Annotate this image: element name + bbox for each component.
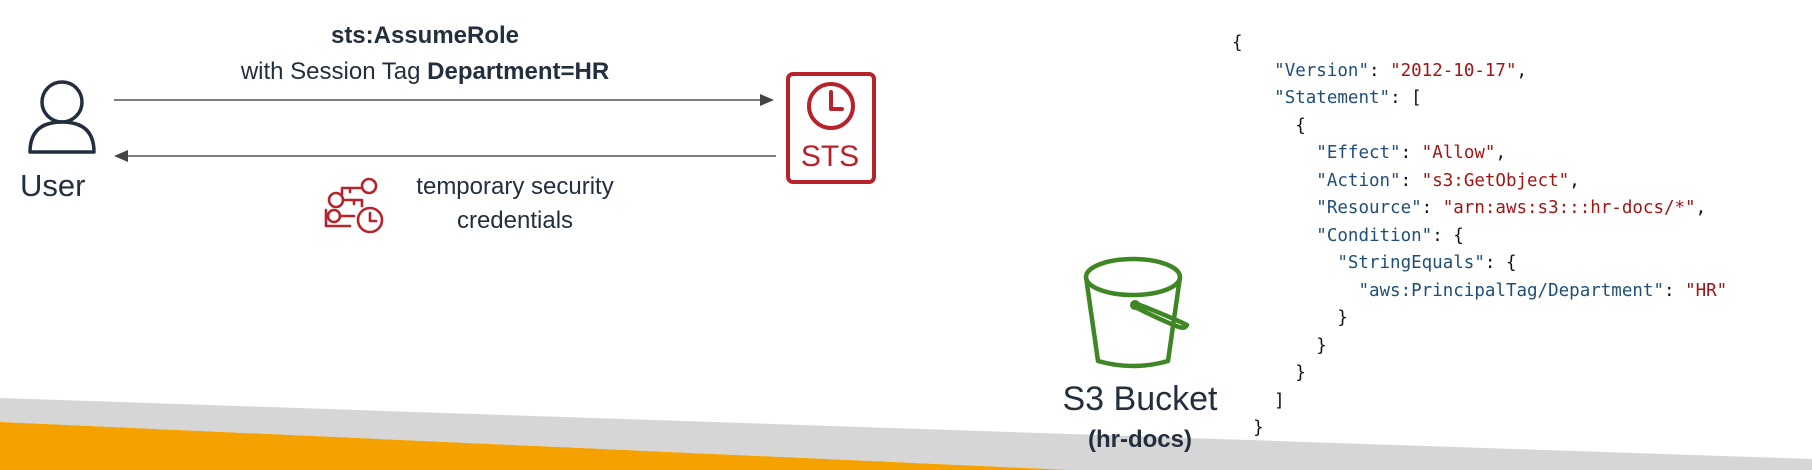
policy-document: { "Version": "2012-10-17", "Statement": …: [1232, 30, 1727, 443]
policy-line: "Statement": [: [1274, 88, 1422, 108]
statement-key: "Statement": [1274, 88, 1391, 108]
effect-value: "Allow": [1421, 143, 1496, 163]
policy-line: "Effect": "Allow",: [1316, 143, 1506, 163]
policy-line: ]: [1232, 388, 1727, 416]
arrows: [114, 94, 776, 162]
policy-line: "Resource": "arn:aws:s3:::hr-docs/*",: [1316, 198, 1707, 218]
effect-key: "Effect": [1316, 143, 1401, 163]
condition-key: "Condition": [1316, 225, 1433, 246]
policy-line: }: [1232, 305, 1727, 333]
brace: }: [1253, 418, 1264, 438]
request-tag: Department=HR: [427, 58, 610, 85]
policy-line: "Version": "2012-10-17",: [1274, 60, 1528, 81]
clock-icon: [807, 82, 855, 130]
policy-line: }: [1232, 333, 1727, 361]
action-key: "Action": [1316, 170, 1401, 191]
principal-tag-key: "aws:PrincipalTag/Department": [1358, 280, 1664, 301]
version-value: "2012-10-17": [1390, 60, 1517, 81]
version-key: "Version": [1274, 60, 1369, 81]
brace: {: [1505, 253, 1517, 273]
policy-line: "StringEquals": {: [1337, 253, 1517, 273]
user-icon: [28, 80, 96, 154]
stringequals-key: "StringEquals": [1337, 253, 1485, 273]
bracket: [: [1411, 88, 1422, 108]
bucket-name: S3 Bucket: [1062, 380, 1218, 418]
policy-line: "Action": "s3:GetObject",: [1316, 170, 1580, 191]
response-line-1: temporary security: [416, 173, 614, 200]
brace: }: [1337, 308, 1348, 328]
brace: }: [1316, 335, 1327, 356]
resource-value: "arn:aws:s3:::hr-docs/*": [1442, 198, 1696, 218]
sts-service-box: [786, 72, 876, 184]
policy-line: {: [1232, 113, 1727, 141]
brace: {: [1232, 33, 1243, 53]
bracket: ]: [1274, 390, 1285, 411]
brace: {: [1453, 225, 1464, 246]
resource-key: "Resource": [1316, 198, 1422, 218]
principal-tag-value: "HR": [1685, 280, 1728, 301]
request-arrowhead: [760, 94, 774, 106]
bucket-subtitle: (hr-docs): [1088, 426, 1192, 453]
response-text: temporary security credentials: [395, 170, 635, 238]
request-subtitle: with Session Tag Department=HR: [180, 58, 670, 86]
s3-bucket-icon: [1083, 256, 1190, 369]
policy-line: "aws:PrincipalTag/Department": "HR": [1358, 280, 1728, 301]
action-value: "s3:GetObject": [1421, 170, 1570, 191]
footer-orange-band: [0, 422, 1070, 470]
brace: }: [1295, 363, 1306, 383]
keys-clock-icon: [324, 177, 384, 234]
policy-line: }: [1232, 415, 1727, 443]
response-arrowhead: [114, 150, 128, 162]
policy-line: }: [1232, 360, 1727, 388]
user-label: User: [20, 168, 86, 203]
request-title: sts:AssumeRole: [330, 22, 520, 49]
response-line-2: credentials: [456, 207, 574, 234]
brace: {: [1295, 115, 1306, 136]
sts-label: STS: [800, 140, 860, 173]
policy-line: "Condition": {: [1316, 225, 1464, 246]
policy-line: {: [1232, 30, 1727, 58]
request-prefix: with Session Tag: [240, 58, 428, 85]
